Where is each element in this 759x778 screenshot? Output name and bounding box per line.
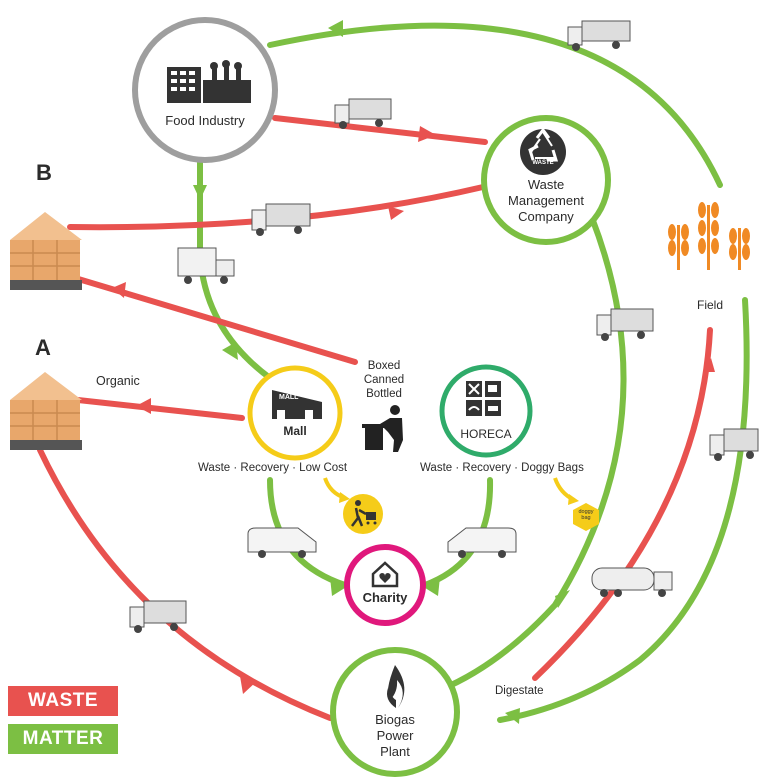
wheat-icon (668, 202, 750, 270)
flow-digestate-to-field (532, 327, 713, 681)
arrow-pallet-a-biogas (240, 676, 256, 694)
flow-mall-to-pallet-a (75, 397, 245, 421)
factory-icon (167, 60, 251, 103)
box-truck-icon (177, 247, 235, 284)
arrow-field-biogas (505, 708, 520, 724)
flow-food-to-wmc (272, 115, 488, 145)
biogas-label: Biogas Power Plant (375, 712, 415, 759)
boxed-label: Boxed Canned Bottled (363, 360, 405, 400)
digestate-label: Digestate (495, 685, 544, 697)
field-label: Field (696, 298, 723, 312)
horeca-caption: Waste · Recovery · Doggy Bags (420, 462, 584, 474)
arrow-horeca-charity (422, 577, 440, 596)
arrow-boxed-pallet-b (112, 282, 126, 298)
truck-icon-top (567, 20, 631, 51)
arrow-mall-pallet-a (136, 398, 151, 414)
van-icon-mall (247, 527, 317, 558)
label-b: B (36, 160, 52, 185)
legend-matter: MATTER (8, 724, 118, 754)
doggy-bag-text: doggy bag (578, 509, 594, 521)
recycle-icon (520, 127, 566, 175)
charity-label: Charity (362, 590, 408, 605)
arrow-digestate-field (705, 358, 715, 372)
horeca-label: HORECA (460, 427, 512, 441)
doggy-bag-icon (573, 503, 599, 531)
arrow-mall-charity (330, 577, 348, 596)
pallet-a-icon (10, 372, 82, 450)
mall-icon (272, 390, 322, 419)
arrow-food-wmc (418, 126, 436, 142)
flow-wmc-to-biogas (437, 215, 627, 693)
truck-icon-food-wmc (334, 98, 392, 129)
flame-icon (387, 665, 405, 708)
arrow-field-food (328, 20, 343, 37)
truck-icon-a (129, 600, 187, 633)
pallet-b-icon (10, 212, 82, 290)
shopper-icon (343, 494, 383, 534)
flow-field-to-food (267, 22, 723, 188)
arrow-food-mall-2 (222, 342, 238, 360)
arrow-food-mall-1 (193, 185, 207, 200)
legend-waste: WASTE (8, 686, 118, 716)
biogas-ring (330, 647, 460, 777)
waste-mgmt-ring (481, 115, 611, 245)
flow-pallet-a-to-biogas (37, 447, 333, 721)
mall-label: Mall (283, 424, 307, 438)
waste-badge-text: WASTE (532, 160, 554, 166)
arrow-pallet-b-wmc (388, 206, 404, 220)
mall-caption: Waste · Recovery · Low Cost (198, 462, 348, 474)
horeca-icon (466, 381, 501, 416)
trash-person-icon (362, 405, 403, 452)
flow-field-to-biogas (497, 297, 750, 723)
tanker-truck-icon (591, 567, 673, 597)
food-industry-label: Food Industry (165, 113, 245, 128)
matter-arrowheads (193, 20, 570, 724)
waste-mgmt-label: Waste Management Company (508, 177, 584, 224)
arrow-wmc-biogas (555, 590, 570, 608)
van-icon-horeca (447, 527, 517, 558)
charity-icon (371, 561, 399, 588)
label-a: A (35, 335, 51, 360)
waste-arrowheads (112, 126, 715, 694)
organic-label: Organic (96, 374, 140, 388)
truck-icon-b (251, 203, 311, 236)
truck-icon-field (709, 428, 759, 461)
truck-icon-wmc-biogas (596, 308, 654, 341)
mall-sign-text: MALL (279, 394, 299, 401)
